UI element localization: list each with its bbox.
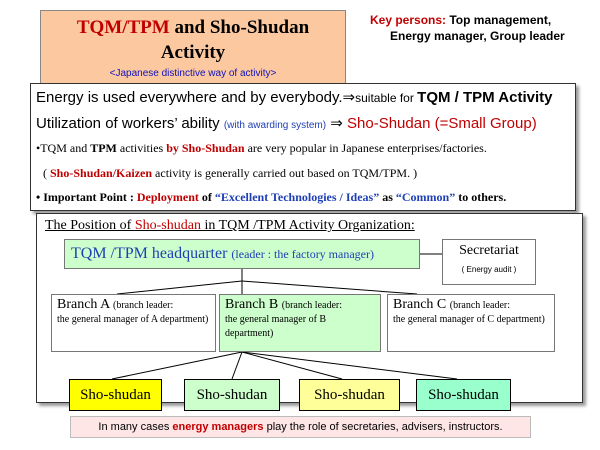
energy-manager-note: In many cases energy managers play the r… — [70, 416, 531, 438]
energy-usage-box: Energy is used everywhere and by everybo… — [30, 83, 576, 211]
sho-shudan-3: Sho-shudan — [299, 379, 400, 411]
energy-line-5-common: “Common” — [395, 190, 456, 204]
energy-line-2-text: Utilization of workers’ ability — [36, 115, 224, 132]
energy-line-5-bullet: • — [36, 190, 44, 204]
title-line-1: TQM/TPM and Sho-Shudan — [41, 17, 345, 39]
energy-line-5-label: Important Point : — [43, 190, 137, 204]
tqm-tpm-headquarter: TQM /TPM headquarter (leader : the facto… — [64, 239, 420, 269]
secretariat-box: Secretariat ( Energy audit ) — [442, 239, 536, 285]
note-a: In many cases — [98, 421, 173, 433]
key-persons-top: Top management, — [446, 13, 552, 27]
energy-line-4-kaizen: Sho-Shudan/Kaizen — [50, 166, 153, 180]
energy-line-1-small: suitable for — [355, 91, 418, 105]
branch-c-leader: (branch leader: — [449, 300, 511, 311]
energy-line-4-a: ( — [43, 166, 50, 180]
organization-title-b: in TQM /TPM Activity Organization: — [200, 218, 415, 233]
branch-c-desc: the general manager of C department) — [393, 314, 545, 325]
secretariat-note: ( Energy audit ) — [461, 265, 517, 274]
sho-shudan-1: Sho-shudan — [69, 379, 162, 411]
connector-b-sho-2 — [231, 351, 243, 380]
note-b: play the role of secretaries, advisers, … — [263, 421, 503, 433]
energy-line-2: Utilization of workers’ ability (with aw… — [36, 114, 537, 132]
energy-line-3-tpm: TPM — [90, 141, 117, 155]
key-persons: Key persons: Top management, Energy mana… — [370, 12, 598, 44]
energy-line-5-deployment: Deployment — [136, 190, 199, 204]
energy-line-5-end: to others. — [455, 190, 507, 204]
branch-b-box: Branch B (branch leader: the general man… — [219, 294, 381, 352]
secretariat-label: Secretariat — [459, 243, 519, 258]
energy-line-5: • Important Point : Deployment of “Excel… — [36, 190, 506, 205]
connector-b-sho-3 — [241, 351, 343, 380]
energy-line-3-a: •TQM and — [36, 141, 91, 155]
headquarter-label: TQM /TPM headquarter — [71, 245, 232, 262]
key-persons-line-2: Energy manager, Group leader — [390, 29, 565, 43]
organization-title-sho-shudan: Sho-shudan — [134, 218, 201, 233]
energy-line-3-red: by Sho-Shudan — [166, 141, 245, 155]
energy-line-3: •TQM and TPM activities by Sho-Shudan ar… — [36, 141, 487, 156]
energy-line-5-as: as — [379, 190, 396, 204]
title-line-2: Activity — [160, 42, 226, 63]
energy-line-3-c: activities — [116, 141, 167, 155]
connector-lines — [111, 253, 458, 380]
sho-shudan-2: Sho-shudan — [184, 379, 280, 411]
energy-line-1-text: Energy is used everywhere and by everybo… — [36, 89, 356, 106]
energy-line-2-awarding: (with awarding system) — [223, 120, 327, 131]
energy-line-1-bold: TQM / TPM Activity — [417, 89, 553, 106]
branch-a-name: Branch A — [57, 297, 113, 312]
branch-a-leader: (branch leader: — [113, 300, 174, 311]
energy-line-5-technologies: “Excellent Technologies / Ideas” — [214, 190, 380, 204]
branch-c-box: Branch C (branch leader: the general man… — [387, 294, 555, 352]
title-subtitle: <Japanese distinctive way of activity> — [109, 68, 277, 79]
energy-line-4: ( Sho-Shudan/Kaizen activity is generall… — [43, 166, 417, 181]
headquarter-leader: (leader : the factory manager) — [231, 247, 374, 261]
title-tqm-tpm: TQM/TPM — [76, 17, 170, 38]
branch-b-desc: the general manager of B department) — [225, 314, 327, 339]
branch-b-leader: (branch leader: — [281, 300, 343, 311]
energy-line-1: Energy is used everywhere and by everybo… — [36, 88, 552, 106]
energy-line-2-sho-shudan: Sho-Shudan (=Small Group) — [347, 115, 537, 132]
connector-hq-branch-c — [241, 280, 418, 295]
organization-title: The Position of Sho-shudan in TQM /TPM A… — [45, 218, 415, 234]
branch-a-desc: the general manager of A department) — [57, 314, 209, 325]
sho-shudan-4: Sho-shudan — [416, 379, 511, 411]
energy-line-4-b: activity is generally carried out based … — [152, 166, 418, 180]
key-persons-line-1: Key persons: Top management, — [370, 12, 598, 28]
note-energy-managers: energy managers — [172, 421, 264, 433]
branch-b-name: Branch B — [225, 297, 282, 312]
connector-b-sho-4 — [241, 351, 458, 380]
organization-diagram: The Position of Sho-shudan in TQM /TPM A… — [36, 213, 583, 411]
connector-b-sho-1 — [111, 351, 243, 380]
energy-line-3-d: are very popular in Japanese enterprises… — [244, 141, 487, 155]
energy-line-5-of: of — [198, 190, 215, 204]
organization-title-a: The Position of — [45, 218, 135, 233]
key-persons-label: Key persons: — [370, 13, 447, 27]
branch-a-box: Branch A (branch leader: the general man… — [51, 294, 216, 352]
branch-c-name: Branch C — [393, 297, 450, 312]
energy-line-2-arrow: ⇒ — [326, 115, 348, 132]
title-sho-shudan: and Sho-Shudan — [169, 17, 310, 38]
title-box: TQM/TPM and Sho-Shudan Activity <Japanes… — [40, 10, 346, 84]
connector-hq-branch-a — [116, 280, 243, 295]
